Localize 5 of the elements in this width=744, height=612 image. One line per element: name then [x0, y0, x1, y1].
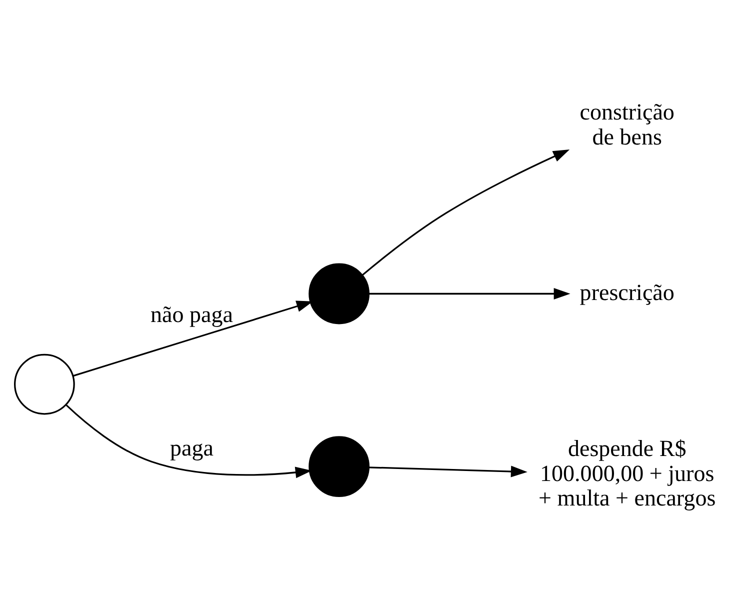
edge-label: paga — [170, 434, 214, 460]
edge-label: não paga — [150, 300, 234, 327]
node-text: constrição de bens — [580, 98, 674, 149]
node-text: despende R$ 100.000,00 + juros + multa + encargos — [538, 434, 716, 510]
node-text: prescrição — [580, 278, 674, 304]
